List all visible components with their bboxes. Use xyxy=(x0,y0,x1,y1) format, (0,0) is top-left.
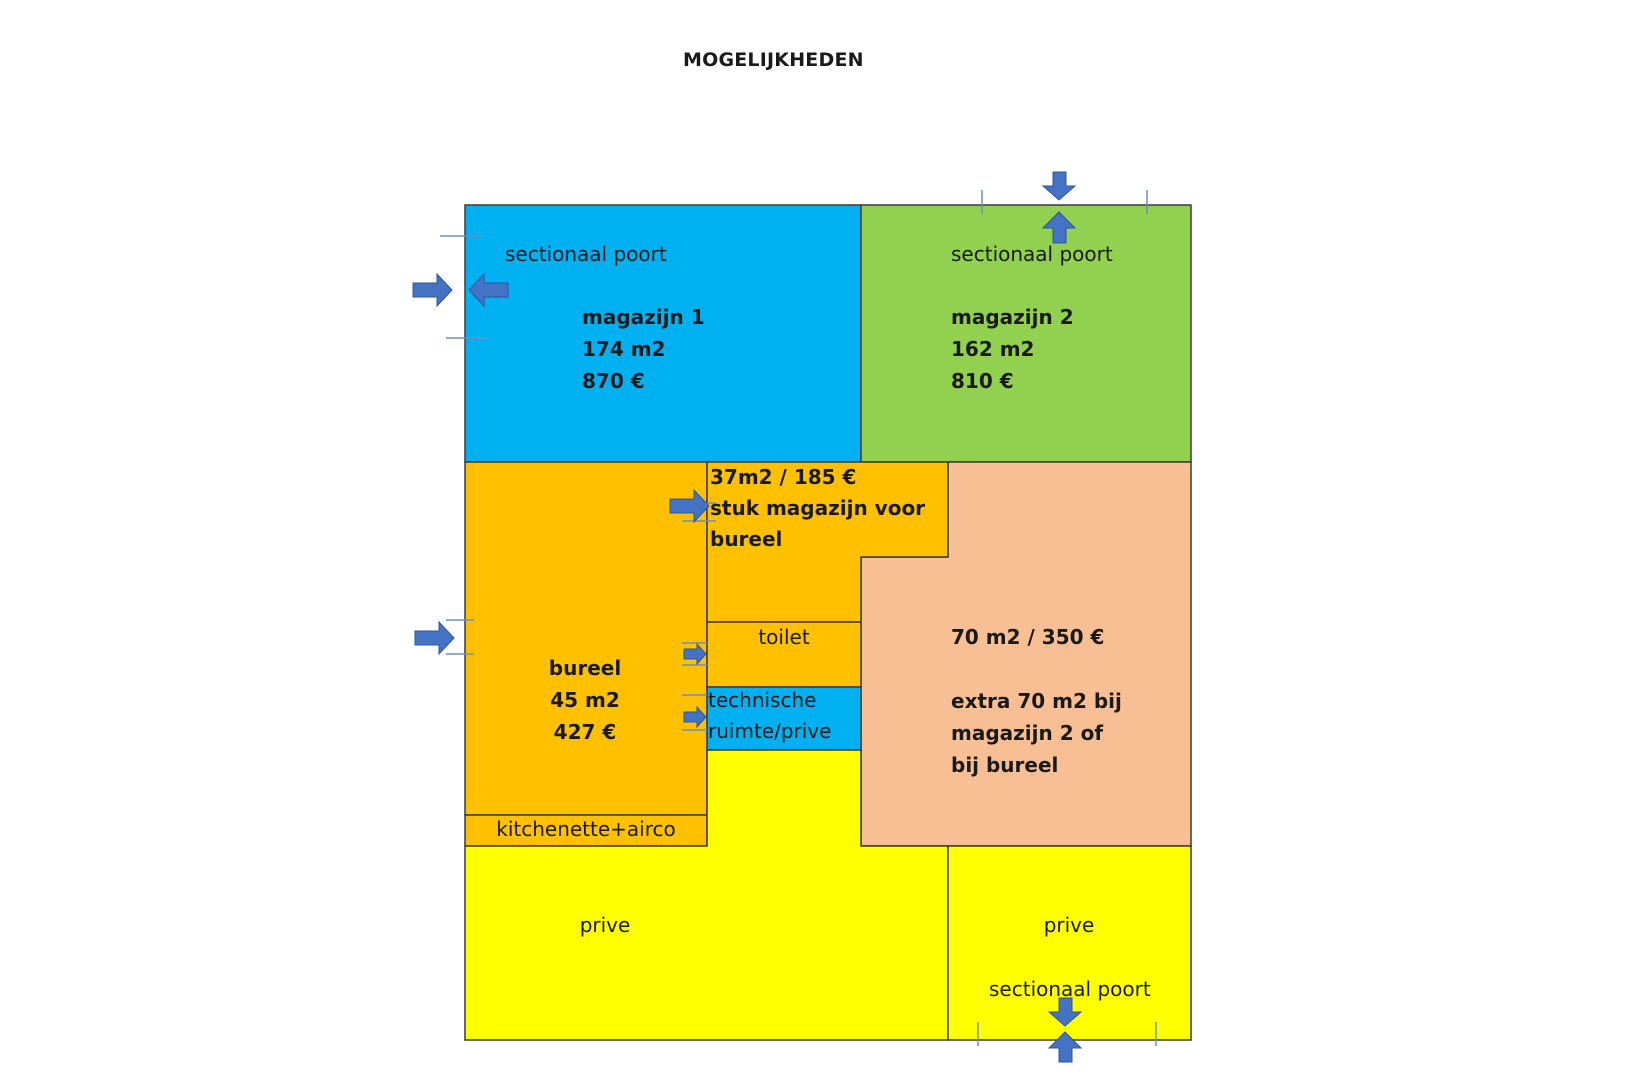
room-price: 870 € xyxy=(582,369,645,393)
label-toilet: toilet xyxy=(758,625,810,649)
spacer xyxy=(951,653,1122,685)
label-prive-right: prive xyxy=(1043,913,1095,937)
extension-description: stuk magazijn voor xyxy=(710,496,926,520)
room-technische-ruimte xyxy=(706,686,862,751)
room-name: technische xyxy=(708,688,817,712)
arrow-right-icon xyxy=(412,272,453,308)
label-prive-left: prive xyxy=(579,913,631,937)
room-kitchenette xyxy=(464,814,708,847)
label-bureel: bureel 45 m2 427 € xyxy=(525,652,645,748)
extra-description-3: bij bureel xyxy=(951,753,1059,777)
label-office-extension: 37m2 / 185 € stuk magazijn voor bureel xyxy=(710,462,925,555)
room-price: 427 € xyxy=(553,720,617,744)
arrow-right-icon xyxy=(414,620,455,656)
arrow-right-icon xyxy=(683,705,707,729)
extra-area-price: 70 m2 / 350 € xyxy=(951,625,1105,649)
room-name-2: ruimte/prive xyxy=(708,719,832,743)
room-magazijn-2 xyxy=(860,204,1192,463)
extension-area-price: 37m2 / 185 € xyxy=(710,465,857,489)
room-toilet xyxy=(706,621,862,688)
label-kitchenette: kitchenette+airco xyxy=(496,817,676,841)
extra-description-2: magazijn 2 of xyxy=(951,721,1104,745)
door-label-prive-right: sectionaal poort xyxy=(989,977,1151,1001)
arrow-down-icon xyxy=(1041,171,1077,201)
arrow-right-icon xyxy=(669,488,710,524)
arrow-left-icon xyxy=(468,272,509,308)
room-area: 45 m2 xyxy=(550,688,620,712)
arrow-right-icon xyxy=(683,642,707,666)
door-label-magazijn-2: sectionaal poort xyxy=(951,242,1113,266)
label-technische-ruimte: technische ruimte/prive xyxy=(708,685,831,747)
arrow-up-icon xyxy=(1047,1031,1083,1063)
room-area: 162 m2 xyxy=(951,337,1035,361)
room-name: magazijn 1 xyxy=(582,305,705,329)
arrow-down-icon xyxy=(1047,997,1083,1027)
room-price: 810 € xyxy=(951,369,1014,393)
extension-description-2: bureel xyxy=(710,527,783,551)
room-area: 174 m2 xyxy=(582,337,666,361)
room-name: bureel xyxy=(548,656,622,680)
room-name: magazijn 2 xyxy=(951,305,1074,329)
page-title: MOGELIJKHEDEN xyxy=(683,49,864,71)
door-label-magazijn-1: sectionaal poort xyxy=(505,242,667,266)
extra-description: extra 70 m2 bij xyxy=(951,689,1122,713)
arrow-up-icon xyxy=(1041,211,1077,244)
label-magazijn-1: magazijn 1 174 m2 870 € xyxy=(582,301,705,397)
label-magazijn-2: magazijn 2 162 m2 810 € xyxy=(951,301,1074,397)
room-bureel xyxy=(464,461,708,816)
label-extra: 70 m2 / 350 € extra 70 m2 bij magazijn 2… xyxy=(951,621,1122,781)
